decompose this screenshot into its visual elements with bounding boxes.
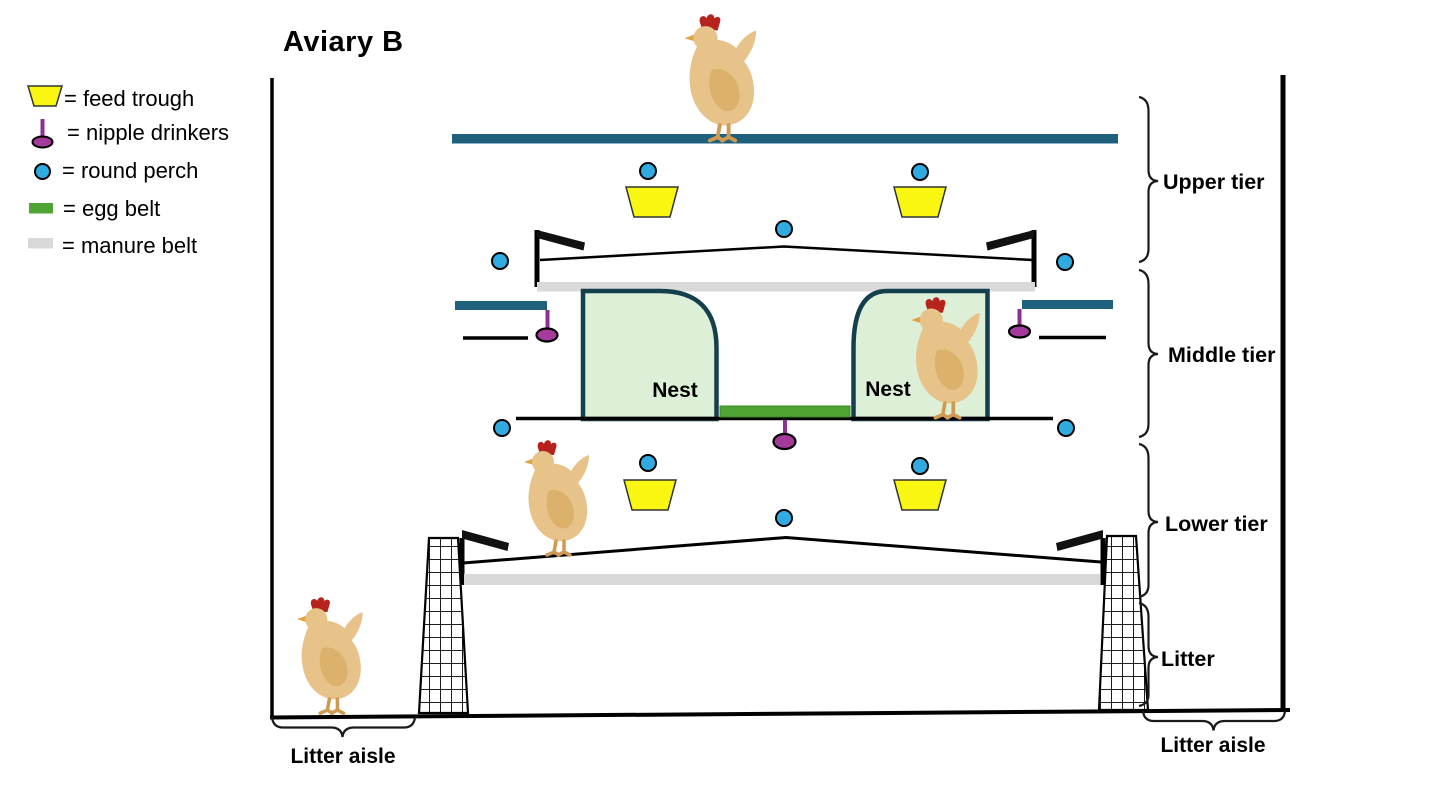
nipple-drinker-icon — [1007, 324, 1032, 339]
perch-baffle — [986, 230, 1034, 251]
manure-belt — [464, 574, 1100, 585]
legend-label-nipple-drinkers: = nipple drinkers — [67, 120, 230, 145]
round-perch-icon — [34, 163, 51, 180]
manure-belt-icon — [28, 238, 53, 249]
litter-aisle-label-left: Litter aisle — [290, 745, 396, 768]
round-perch-icon — [639, 162, 657, 180]
litter-aisle-brace-right — [1141, 710, 1287, 731]
round-perch-icon — [911, 163, 929, 181]
feed-trough-icon — [623, 479, 677, 511]
egg-belt — [719, 405, 851, 418]
tier-label-upper: Upper tier — [1163, 170, 1265, 194]
legend-icons — [26, 85, 64, 249]
lower-platform-floor — [462, 535, 1102, 565]
nest-box-left — [580, 288, 719, 422]
nest-label-left: Nest — [652, 379, 698, 402]
perch-rail-right — [1022, 300, 1113, 309]
round-perch-icon — [491, 252, 509, 270]
egg-belt-icon — [29, 203, 53, 214]
legend-label-round-perch: = round perch — [62, 158, 199, 183]
manure-belt — [537, 282, 1035, 292]
nest-label-right: Nest — [865, 378, 911, 401]
page-title: Aviary B — [283, 26, 404, 58]
feed-trough-icon — [26, 85, 64, 107]
feed-trough-icon — [893, 479, 947, 511]
nipple-drinker-icon — [31, 135, 54, 149]
house-walls — [269, 75, 1291, 720]
round-perch-icon — [639, 454, 657, 472]
litter-aisle-brace-left — [270, 716, 417, 738]
upper-platform-post-left — [534, 230, 540, 287]
hen-image-lower-tier — [522, 438, 591, 557]
tier-brace-middle — [1138, 268, 1159, 439]
round-perch-icon — [1056, 253, 1074, 271]
perch-rail-left — [455, 301, 547, 310]
floor-line — [269, 708, 1291, 720]
hen-image-floor — [295, 595, 365, 715]
tier-brace-upper — [1138, 95, 1159, 264]
wire-mesh-partition-right — [1097, 534, 1150, 712]
legend-label-egg-belt: = egg belt — [63, 196, 161, 221]
tier-label-lower: Lower tier — [1165, 512, 1268, 536]
round-perch-icon — [493, 419, 511, 437]
lower-platform-post-left — [459, 538, 465, 585]
perch-baffle — [537, 230, 585, 251]
upper-platform-floor — [539, 245, 1034, 262]
perch-baffle — [462, 530, 509, 551]
round-perch-icon — [1057, 419, 1075, 437]
nipple-drinker-icon — [772, 432, 797, 451]
upper-tier — [452, 134, 1118, 292]
litter-brace — [1138, 601, 1159, 708]
ceiling-perch-rail — [452, 134, 1118, 144]
hen-image-top — [682, 12, 759, 143]
legend-label-manure-belt: = manure belt — [62, 233, 198, 258]
nipple-drinker-icon — [535, 327, 559, 343]
feed-trough-icon — [625, 186, 679, 218]
tier-label-middle: Middle tier — [1168, 343, 1276, 367]
legend-label-feed-trough: = feed trough — [64, 86, 195, 111]
feed-trough-icon — [893, 186, 947, 218]
litter-aisle-label-right: Litter aisle — [1160, 734, 1266, 757]
upper-platform-post-right — [1031, 230, 1037, 287]
wire-mesh-partition-left — [417, 536, 470, 715]
tier-label-litter: Litter — [1161, 647, 1215, 671]
lower-tier — [417, 454, 1150, 715]
annotation-braces — [270, 95, 1287, 738]
round-perch-icon — [775, 509, 793, 527]
round-perch-icon — [775, 220, 793, 238]
tier-brace-lower — [1138, 442, 1159, 599]
middle-tier — [455, 288, 1113, 451]
lower-platform-post-right — [1100, 538, 1106, 585]
perch-baffle — [1056, 530, 1103, 551]
round-perch-icon — [911, 457, 929, 475]
